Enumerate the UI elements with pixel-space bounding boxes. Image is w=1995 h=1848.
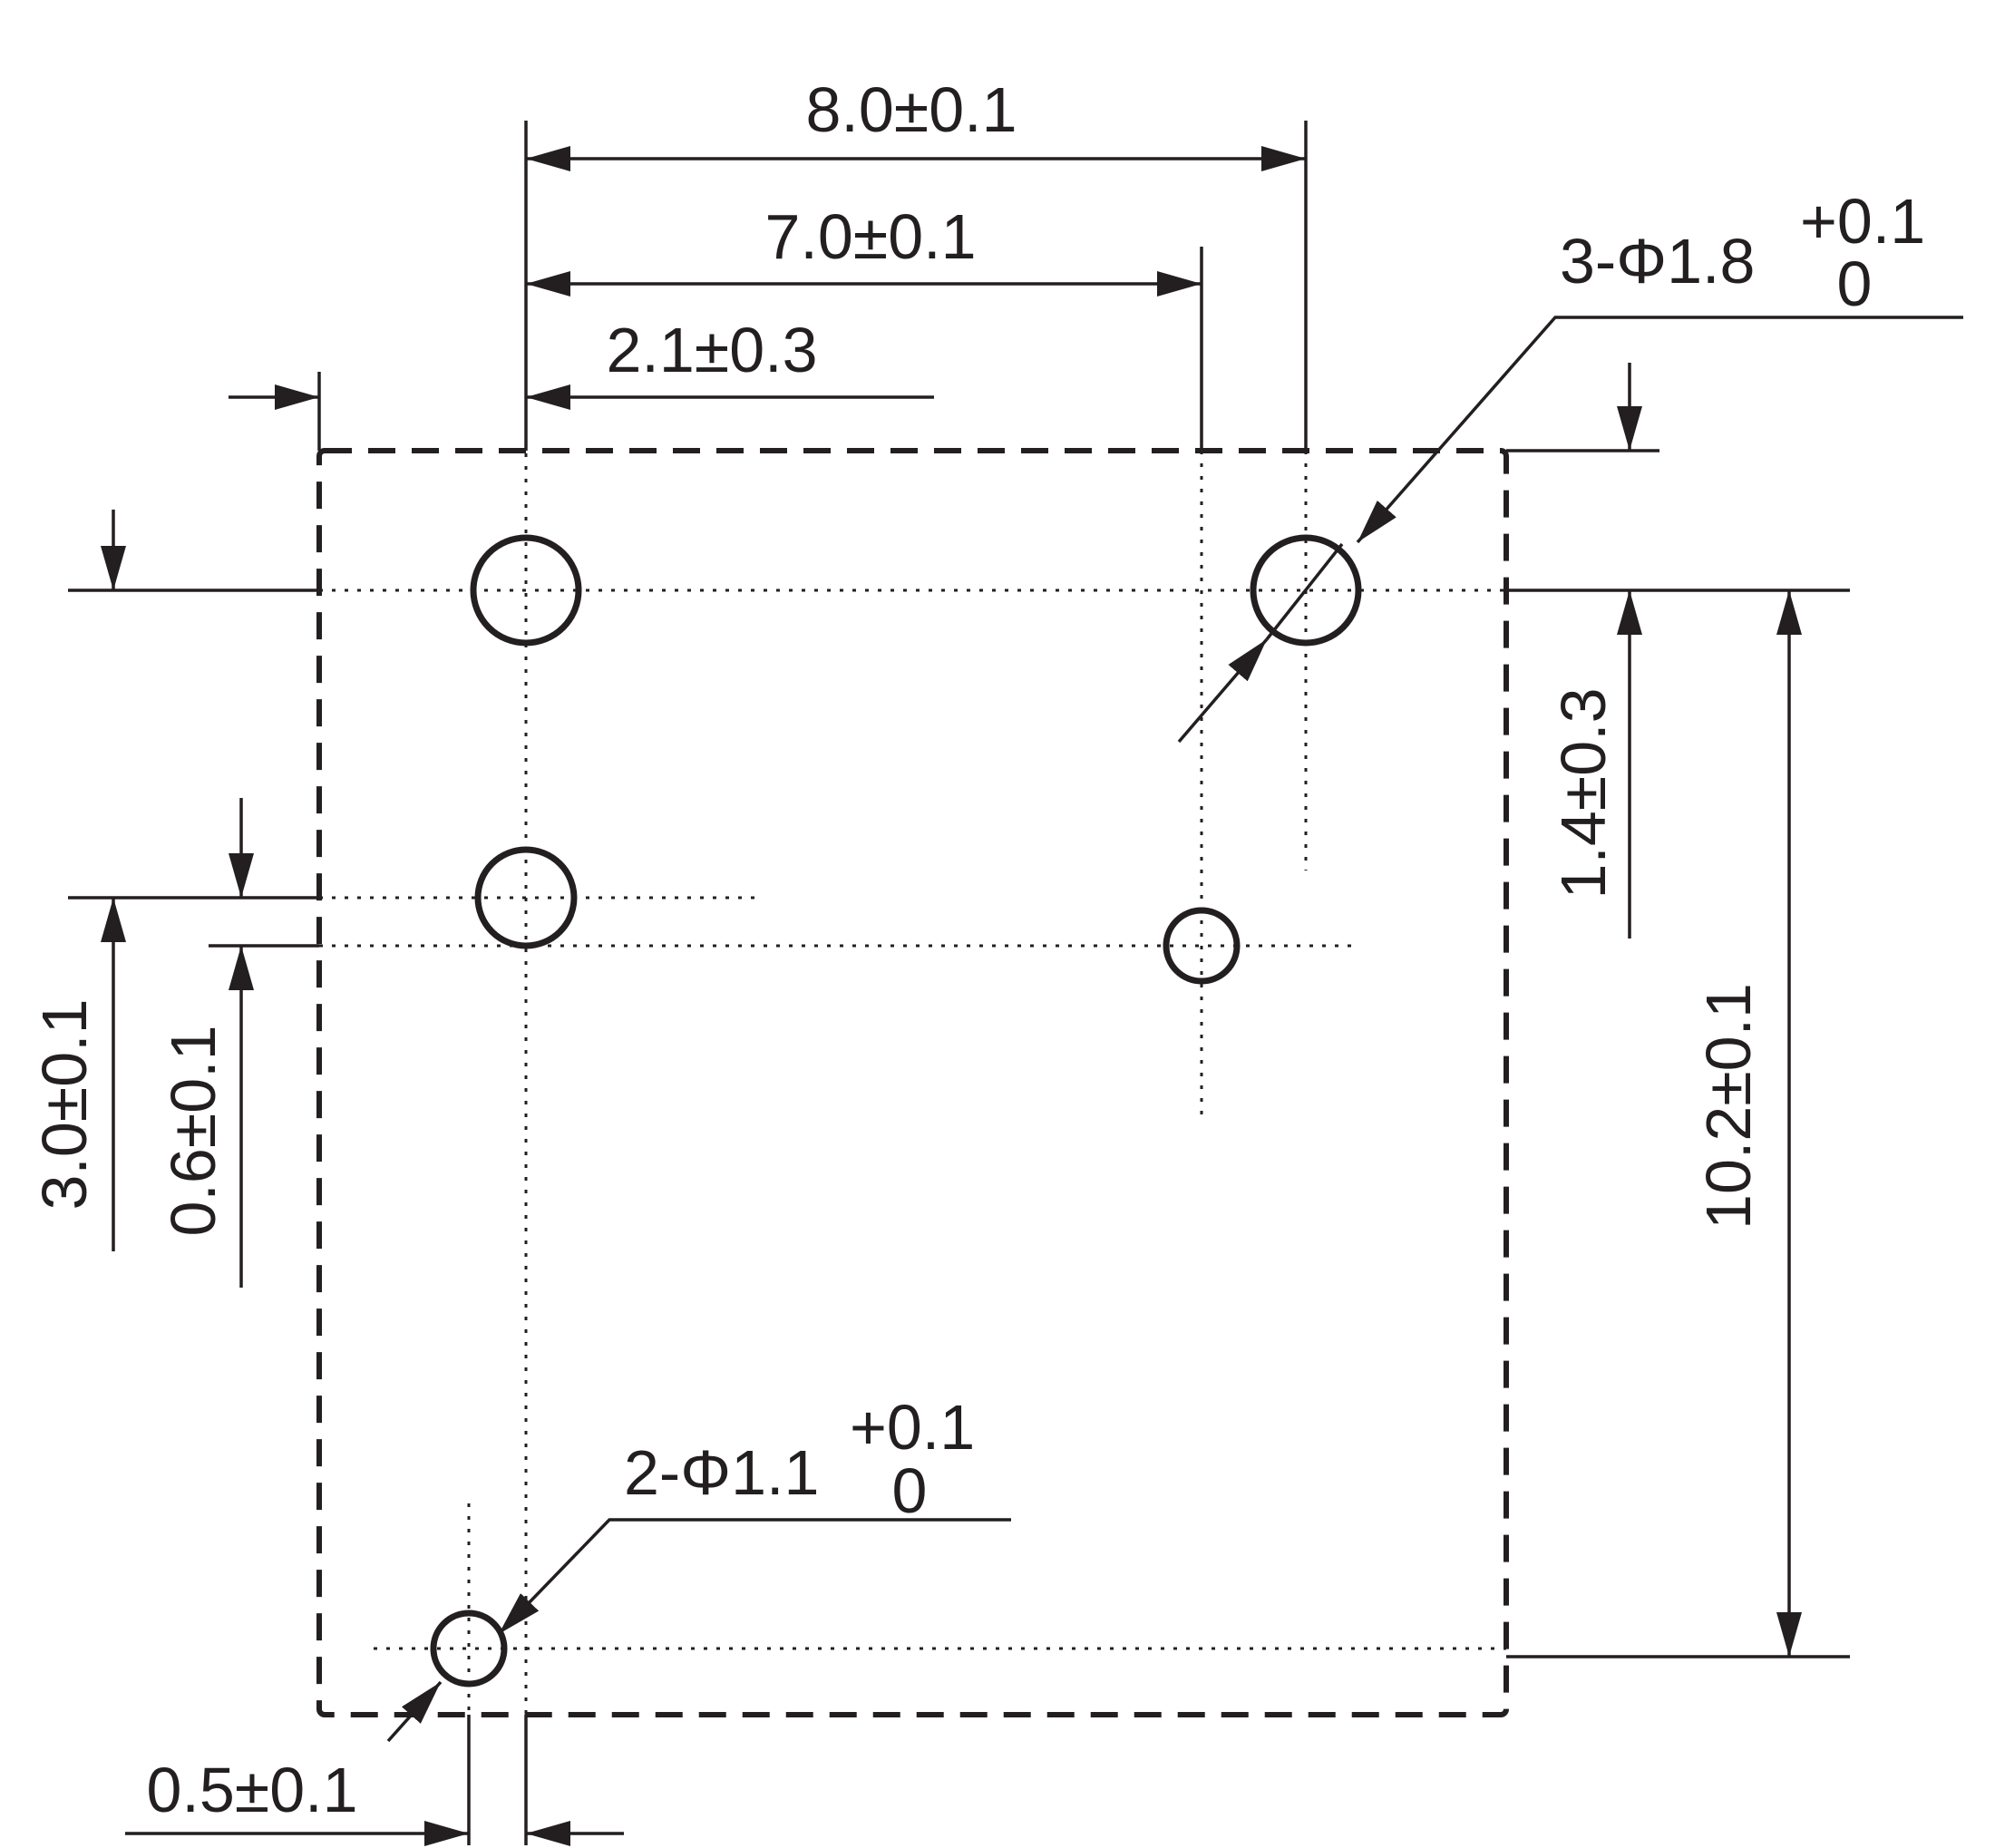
large-hole bbox=[474, 846, 578, 949]
center-lines bbox=[319, 451, 1506, 1845]
extension-lines bbox=[68, 121, 1850, 1845]
dim-right-height: 10.2±0.1 bbox=[1693, 983, 1764, 1230]
dimension-labels: 8.0±0.1 7.0±0.1 2.1±0.3 0.5±0.1 3.0±0.1 … bbox=[29, 74, 1764, 1825]
dimension-lines bbox=[101, 146, 1802, 1846]
dim-top-overall: 8.0±0.1 bbox=[805, 74, 1017, 145]
dim-left-row-pitch: 3.0±0.1 bbox=[29, 998, 100, 1210]
callout-large-holes: 3-Φ1.8 +0.1 0 bbox=[1560, 186, 1925, 319]
component-outline bbox=[316, 448, 1509, 1717]
callout-small-holes-label: 2-Φ1.1 bbox=[624, 1437, 819, 1508]
callout-small-holes: 2-Φ1.1 +0.1 0 bbox=[624, 1392, 975, 1526]
dim-right-top-offset: 1.4±0.3 bbox=[1548, 687, 1619, 899]
callout-large-holes-label: 3-Φ1.8 bbox=[1560, 226, 1755, 297]
dim-bottom-offset: 0.5±0.1 bbox=[146, 1755, 357, 1825]
callout-large-holes-tol-lower: 0 bbox=[1837, 248, 1873, 319]
callout-large-holes-tol-upper: +0.1 bbox=[1800, 186, 1925, 257]
small-hole bbox=[1163, 907, 1241, 985]
large-hole bbox=[1250, 534, 1362, 647]
dim-top-mid: 7.0±0.1 bbox=[764, 201, 976, 272]
small-hole bbox=[430, 1610, 508, 1688]
dim-left-small-offset: 0.6±0.1 bbox=[158, 1025, 229, 1236]
dim-top-left-offset: 2.1±0.3 bbox=[606, 315, 817, 385]
leader-lines bbox=[386, 316, 1963, 1743]
large-hole bbox=[470, 534, 582, 647]
callout-small-holes-tol-upper: +0.1 bbox=[850, 1392, 975, 1463]
callout-small-holes-tol-lower: 0 bbox=[892, 1455, 928, 1526]
